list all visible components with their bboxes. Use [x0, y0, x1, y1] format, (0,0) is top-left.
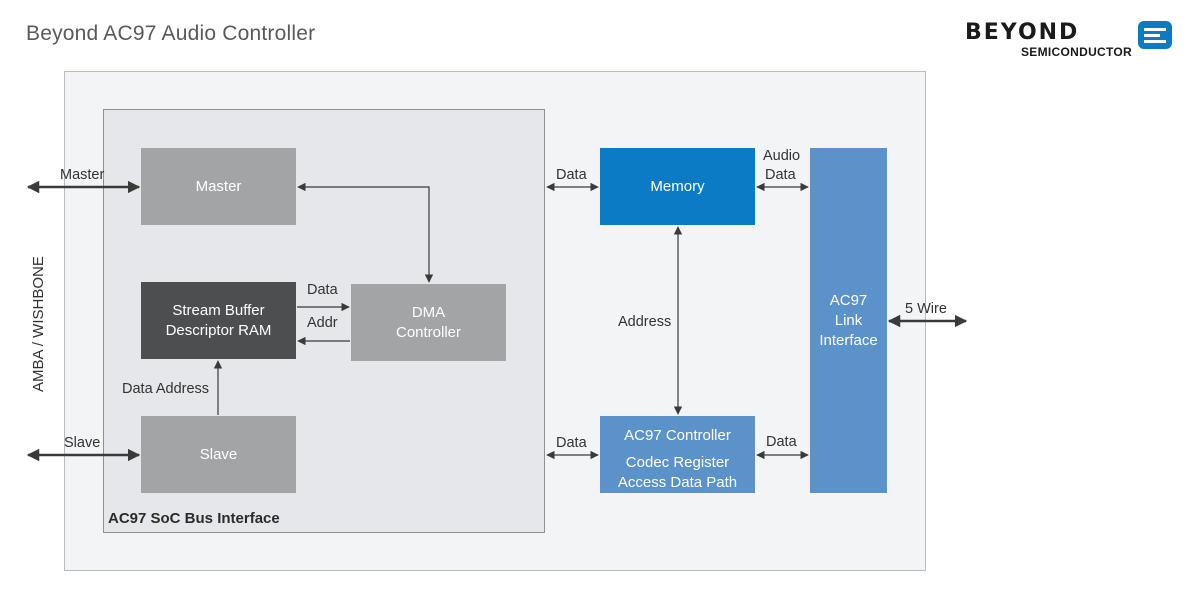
dma-ram-addr-label: Addr: [307, 315, 338, 331]
bus-memory-data-label: Data: [556, 167, 587, 183]
ac97-controller-label-line2: Codec Register: [625, 454, 730, 471]
master-port-label: Master: [60, 167, 105, 183]
controller-link-data-label: Data: [766, 434, 797, 450]
master-block: Master: [141, 148, 296, 225]
ac97-link-interface-block: AC97 Link Interface: [810, 148, 887, 493]
bus-controller-data-label: Data: [556, 435, 587, 451]
ac97-controller-block: AC97 Controller Codec Register Access Da…: [600, 416, 755, 493]
ram-dma-data-label: Data: [307, 282, 338, 298]
master-dma-arrow: [297, 182, 434, 283]
slave-block-label: Slave: [199, 445, 238, 463]
dma-controller-block: DMA Controller: [351, 284, 506, 361]
audio-data-label-line1: Audio: [763, 148, 801, 164]
sbd-ram-label-line2: Descriptor RAM: [165, 321, 272, 339]
five-wire-label: 5 Wire: [905, 301, 947, 317]
slave-block: Slave: [141, 416, 296, 493]
beyond-logo: BEYOND SEMICONDUCTOR: [965, 20, 1175, 64]
master-block-label: Master: [195, 177, 242, 195]
soc-bus-interface-label: AC97 SoC Bus Interface: [108, 510, 280, 527]
memory-block-label: Memory: [650, 177, 705, 195]
data-address-label: Data Address: [122, 381, 210, 397]
ac97-controller-label-line1: AC97 Controller: [624, 427, 731, 444]
logo-subtitle: SEMICONDUCTOR: [1021, 45, 1133, 59]
audio-data-label-line2: Data: [765, 167, 796, 183]
logo-wordmark: BEYOND: [965, 20, 1080, 45]
dma-label-line1: DMA: [411, 303, 446, 321]
ac97-controller-label-line3: Access Data Path: [617, 474, 738, 491]
link-label-line1: AC97: [829, 291, 868, 309]
memory-address-label: Address: [618, 314, 672, 330]
stream-buffer-descriptor-ram-block: Stream Buffer Descriptor RAM: [141, 282, 296, 359]
link-label-line3: Interface: [819, 331, 878, 349]
dma-label-line2: Controller: [395, 323, 462, 341]
logo-mark-icon: [1138, 21, 1172, 49]
memory-block: Memory: [600, 148, 755, 225]
link-label-line2: Link: [834, 311, 863, 329]
sbd-ram-label-line1: Stream Buffer: [172, 301, 265, 319]
page-title: Beyond AC97 Audio Controller: [26, 22, 316, 45]
slave-port-label: Slave: [64, 435, 101, 451]
